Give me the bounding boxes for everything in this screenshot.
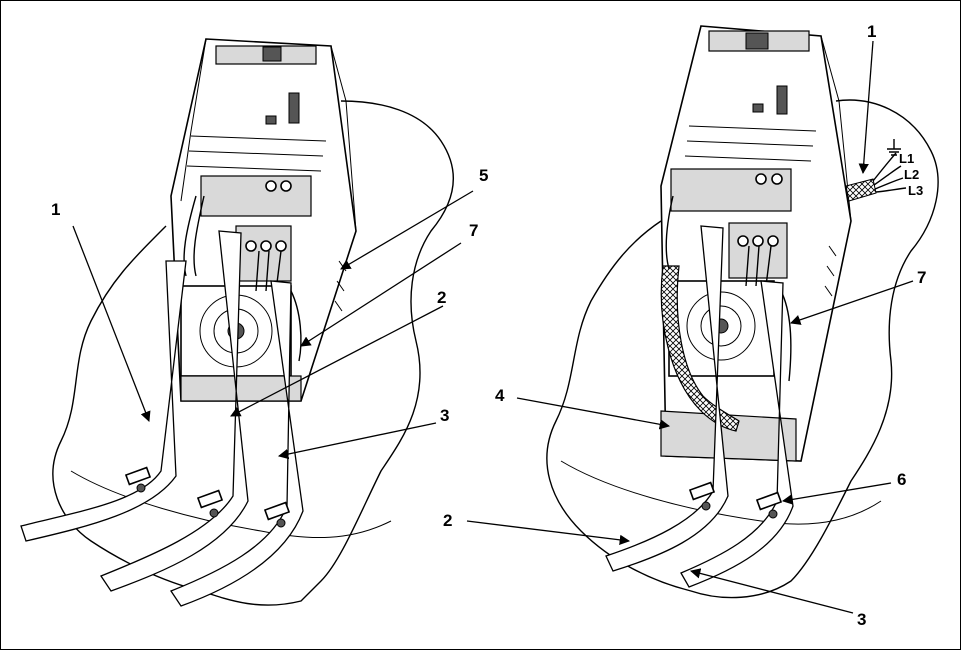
right-callout-3: 3 (857, 610, 866, 629)
left-terminal-block (200, 175, 312, 217)
left-callout-7: 7 (469, 221, 478, 240)
phase-label-l2: L2 (904, 167, 919, 182)
left-callout-1: 1 (51, 200, 60, 219)
right-slot (776, 85, 788, 115)
right-cable-1 (605, 225, 729, 572)
left-cable-2 (100, 230, 249, 592)
left-cable-3 (170, 280, 304, 607)
left-callout-2: 2 (437, 288, 446, 307)
right-callout-2: 2 (443, 511, 452, 530)
left-callout-5: 5 (479, 166, 488, 185)
right-braided-shield (660, 265, 740, 432)
right-base-plate (660, 410, 797, 462)
right-callout-4: 4 (495, 386, 505, 405)
left-callout-3: 3 (440, 406, 449, 425)
earth-symbol-icon (887, 139, 901, 156)
phase-label-l3: L3 (908, 183, 923, 198)
left-slot (288, 92, 300, 124)
phase-label-l1: L1 (899, 151, 914, 166)
left-assembly (20, 38, 454, 607)
right-terminal-block (670, 168, 792, 212)
right-assembly (546, 25, 939, 599)
right-cable-2 (680, 280, 794, 588)
right-mains-cable (845, 178, 877, 202)
right-mounting-plate (546, 99, 939, 599)
right-callout-6: 6 (897, 470, 906, 489)
left-mounting-plate (52, 100, 454, 606)
right-callout-1: 1 (867, 22, 876, 41)
right-callout-7: 7 (917, 268, 926, 287)
